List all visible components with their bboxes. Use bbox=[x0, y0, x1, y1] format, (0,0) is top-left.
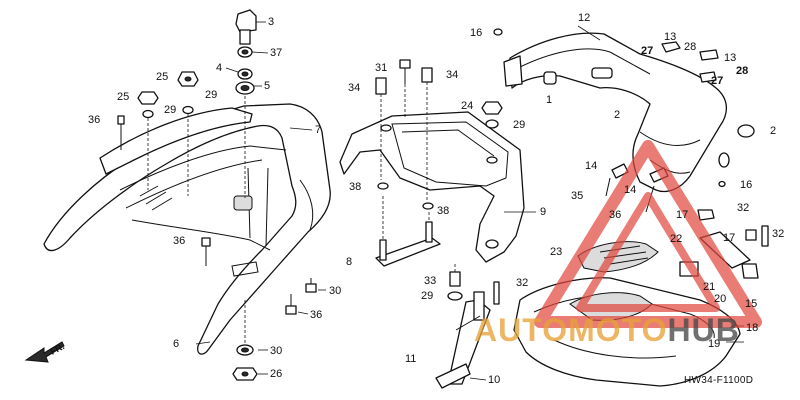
callout-3: 3 bbox=[268, 16, 275, 28]
center-hardware bbox=[375, 59, 503, 305]
callout-38: 38 bbox=[437, 205, 450, 217]
callout-31: 31 bbox=[375, 62, 388, 74]
callout-20: 20 bbox=[714, 293, 727, 305]
callout-21: 21 bbox=[703, 281, 716, 293]
callout-5: 5 bbox=[264, 80, 271, 92]
callout-26: 26 bbox=[270, 368, 283, 380]
callout-8: 8 bbox=[346, 256, 353, 268]
callout-15: 15 bbox=[745, 298, 758, 310]
callout-29: 29 bbox=[205, 89, 218, 101]
callout-22: 22 bbox=[670, 233, 683, 245]
watermark-part1: AUTOMOTO bbox=[474, 312, 668, 348]
top-fastener-stack bbox=[235, 9, 257, 198]
front-arrow bbox=[24, 341, 65, 363]
callout-11: 11 bbox=[405, 353, 417, 365]
leader-lines bbox=[195, 21, 744, 381]
callout-18: 18 bbox=[746, 322, 759, 334]
callout-36: 36 bbox=[173, 235, 186, 247]
callout-16: 16 bbox=[470, 27, 483, 39]
callout-36: 36 bbox=[609, 209, 622, 221]
callout-34: 34 bbox=[446, 69, 459, 81]
callout-13: 13 bbox=[724, 52, 737, 64]
rear-carrier-assembly bbox=[43, 103, 331, 355]
callout-30: 30 bbox=[270, 345, 283, 357]
rear-cowl-assembly bbox=[493, 28, 755, 193]
callout-36: 36 bbox=[88, 114, 101, 126]
left-hardware bbox=[117, 71, 317, 381]
callout-7: 7 bbox=[315, 124, 322, 136]
callout-6: 6 bbox=[173, 338, 180, 350]
callout-32: 32 bbox=[516, 277, 529, 289]
callout-19: 19 bbox=[708, 338, 721, 350]
callout-2: 2 bbox=[614, 109, 621, 121]
callout-24: 24 bbox=[461, 100, 474, 112]
callout-16: 16 bbox=[740, 179, 753, 191]
callout-23: 23 bbox=[550, 246, 563, 258]
callout-37: 37 bbox=[270, 47, 283, 59]
callout-4: 4 bbox=[216, 62, 223, 74]
center-bracket bbox=[339, 111, 525, 267]
callout-27: 27 bbox=[711, 75, 724, 87]
callout-32: 32 bbox=[737, 202, 750, 214]
callout-28: 28 bbox=[684, 41, 697, 53]
callout-34: 34 bbox=[348, 82, 361, 94]
callout-2: 2 bbox=[770, 125, 777, 137]
callout-14: 14 bbox=[585, 160, 598, 172]
callout-25: 25 bbox=[156, 71, 169, 83]
callout-29: 29 bbox=[164, 104, 177, 116]
callout-35: 35 bbox=[571, 190, 584, 202]
callout-17: 17 bbox=[723, 232, 736, 244]
callout-28: 28 bbox=[736, 65, 749, 77]
callout-25: 25 bbox=[117, 91, 130, 103]
callout-12: 12 bbox=[578, 12, 591, 24]
callout-29: 29 bbox=[421, 290, 434, 302]
callout-10: 10 bbox=[488, 374, 501, 386]
callout-38: 38 bbox=[349, 181, 362, 193]
callout-33: 33 bbox=[424, 275, 437, 287]
lower-stay bbox=[435, 291, 491, 389]
callout-1: 1 bbox=[546, 94, 553, 106]
callout-13: 13 bbox=[664, 31, 677, 43]
callout-29: 29 bbox=[513, 119, 526, 131]
callout-32: 32 bbox=[772, 228, 785, 240]
callout-14: 14 bbox=[624, 184, 637, 196]
watermark-part2: HUB bbox=[667, 312, 740, 348]
callout-9: 9 bbox=[540, 206, 547, 218]
callout-30: 30 bbox=[329, 285, 342, 297]
diagram-code: HW34-F1100D bbox=[684, 375, 754, 386]
callout-27: 27 bbox=[641, 45, 654, 57]
watermark-text: AUTOMOTOHUB bbox=[474, 312, 740, 349]
callout-36: 36 bbox=[310, 309, 323, 321]
callout-17: 17 bbox=[676, 209, 689, 221]
watermark-logo bbox=[534, 140, 762, 328]
